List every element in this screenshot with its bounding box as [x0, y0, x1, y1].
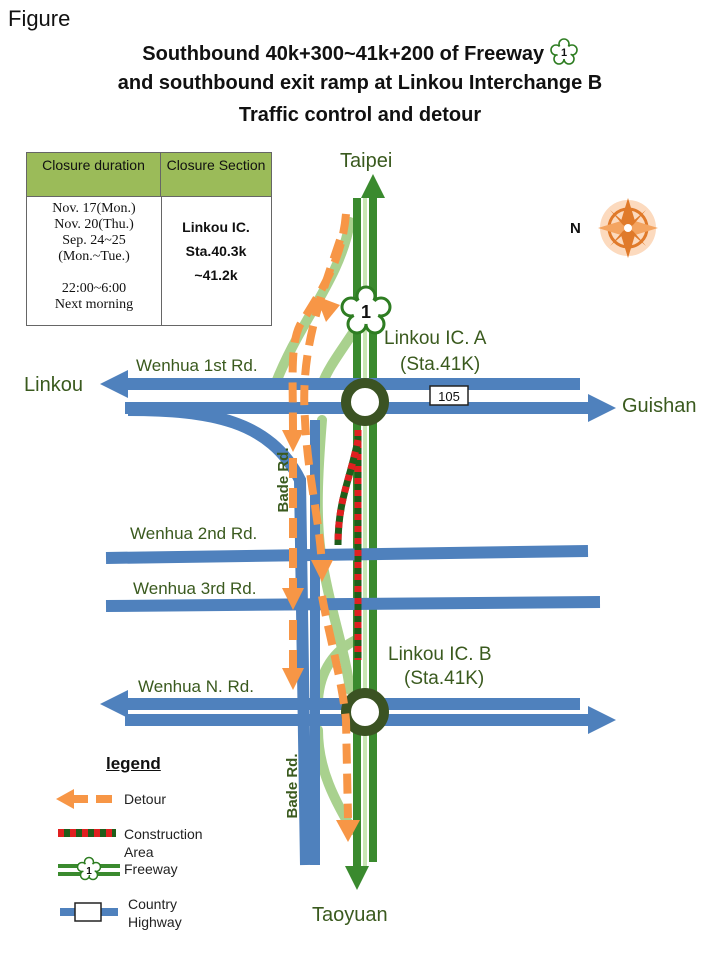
section-line: Linkou IC. — [182, 219, 250, 235]
wenhua-2nd-road — [105, 545, 589, 564]
label-taipei: Taipei — [340, 150, 393, 172]
label-wenhua-n: Wenhua N. Rd. — [138, 677, 254, 696]
freeway-south-arrow — [345, 866, 369, 890]
legend-highway-icon — [60, 902, 118, 922]
label-wenhua-2nd: Wenhua 2nd Rd. — [130, 524, 258, 543]
title-line-1: Southbound 40k+300~41k+200 of Freeway 1 — [0, 38, 720, 66]
svg-text:1: 1 — [561, 47, 567, 59]
interchange-b-ring — [341, 688, 389, 736]
interchange-a-ring — [341, 378, 389, 426]
legend-title: legend — [106, 754, 161, 773]
legend-construction-label-2: Area — [124, 844, 154, 860]
table-header-section: Closure Section — [161, 153, 271, 197]
legend-freeway-badge: 1 — [86, 866, 92, 877]
section-line: Sta.40.3k — [185, 243, 247, 259]
section-cell: Linkou IC. Sta.40.3k ~41.2k — [161, 215, 271, 287]
duration-line: 22:00~6:00 — [61, 281, 127, 296]
duration-cell: Nov. 17(Mon.) Nov. 20(Thu.) Sep. 24~25 (… — [27, 201, 161, 313]
label-ic-a-sta: (Sta.41K) — [400, 354, 481, 375]
label-guishan: Guishan — [622, 395, 697, 417]
duration-line: (Mon.~Tue.) — [58, 249, 130, 264]
legend-freeway-label: Freeway — [124, 861, 178, 877]
label-linkou: Linkou — [24, 374, 83, 396]
detour-arrowheads — [282, 296, 360, 842]
title-line-1-text: Southbound 40k+300~41k+200 of Freeway — [142, 43, 545, 65]
table-divider — [161, 197, 162, 325]
label-ic-a: Linkou IC. A — [384, 328, 487, 349]
freeway-1-shield-icon: 1 — [549, 38, 578, 65]
legend-highway-label-2: Highway — [128, 914, 182, 930]
wenhua-3rd-road — [105, 596, 601, 612]
compass-north-label: N — [570, 220, 581, 237]
construction-area — [334, 430, 362, 660]
arrow-wenhua-n-west — [100, 690, 128, 718]
bade-rd-label-lower: Bade Rd. — [284, 753, 301, 818]
table-header-duration: Closure duration — [27, 153, 161, 197]
highway-105-box — [429, 385, 469, 406]
label-wenhua-1st: Wenhua 1st Rd. — [136, 356, 258, 375]
legend-detour-label: Detour — [124, 791, 167, 807]
legend-construction-label-1: Construction — [124, 826, 203, 842]
duration-spacer — [27, 265, 161, 281]
legend-highway-label-1: Country — [128, 896, 178, 912]
legend-detour-icon — [56, 789, 112, 809]
duration-line: Sep. 24~25 — [62, 233, 126, 248]
duration-line: Nov. 17(Mon.) — [52, 201, 136, 216]
detour-route — [288, 213, 352, 819]
freeway-1-map-shield-icon — [340, 285, 392, 335]
label-taoyuan: Taoyuan — [312, 904, 388, 926]
label-ic-b: Linkou IC. B — [388, 644, 492, 665]
duration-line: Nov. 20(Thu.) — [54, 217, 134, 232]
closure-table: Closure duration Closure Section Nov. 17… — [26, 152, 272, 326]
bade-rd-label-upper: Bade Rd. — [275, 447, 292, 512]
label-wenhua-3rd: Wenhua 3rd Rd. — [133, 579, 257, 598]
arrow-wenhua-n-east — [588, 706, 616, 734]
legend-freeway-icon — [58, 856, 120, 881]
freeway-shield-number: 1 — [361, 302, 371, 322]
duration-line: Next morning — [54, 297, 134, 312]
compass-icon — [598, 198, 658, 258]
arrow-to-guishan — [588, 394, 616, 422]
label-ic-b-sta: (Sta.41K) — [404, 668, 485, 689]
highway-105-label: 105 — [438, 389, 460, 404]
section-line: ~41.2k — [194, 267, 238, 283]
arrow-to-linkou — [100, 370, 128, 398]
title-line-3: Traffic control and detour — [238, 104, 482, 126]
freeway-north-arrow — [361, 174, 385, 198]
figure-label: Figure — [8, 6, 71, 31]
title-line-2: and southbound exit ramp at Linkou Inter… — [117, 72, 603, 94]
